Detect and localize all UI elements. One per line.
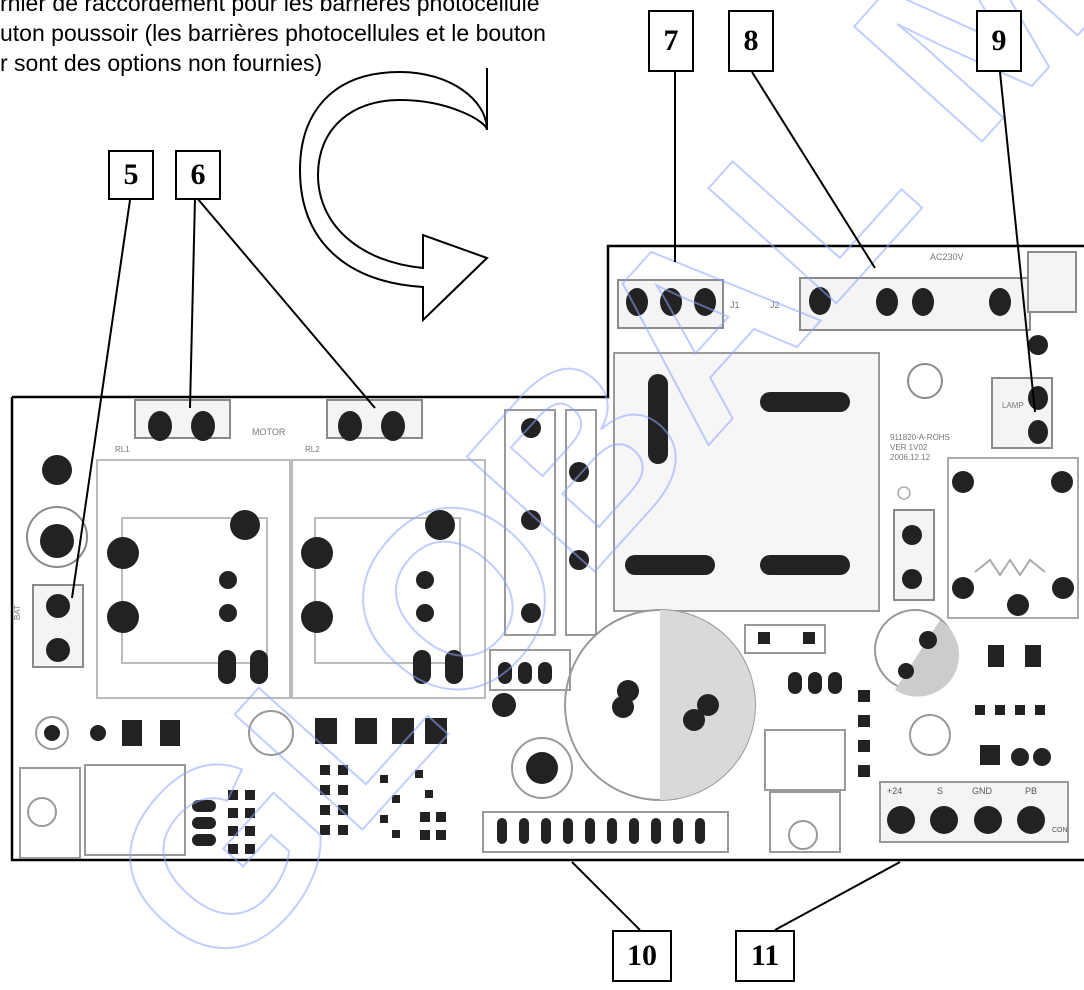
leader-lines [71, 71, 1036, 931]
connector-j1 [617, 279, 724, 329]
relay-rl1 [96, 459, 293, 699]
callout-8: 8 [728, 10, 774, 72]
smd-cluster-mid [320, 765, 446, 840]
intro-line-3: r sont des options non fournies) [0, 50, 323, 76]
label-plus24: +24 [887, 786, 902, 796]
label-gnd: GND [972, 786, 993, 796]
label-j1: J1 [730, 300, 740, 310]
pcb-outline [10, 244, 1084, 862]
smd-cluster-left [228, 790, 255, 854]
callout-9: 9 [976, 10, 1022, 72]
label-date: 2006.12.12 [890, 453, 931, 462]
relay-rl2 [289, 459, 486, 699]
transformer [613, 352, 880, 612]
connector-lamp [991, 377, 1053, 449]
label-rl2: RL2 [305, 445, 320, 454]
curved-arrow-icon [298, 68, 489, 323]
intro-text: rnier de raccordement pour les barrières… [0, 0, 640, 78]
terminal-block-con [879, 781, 1069, 843]
callout-5: 5 [108, 150, 154, 200]
connector-motor-1 [134, 399, 231, 441]
label-pb: PB [1025, 786, 1037, 796]
label-bat: BAT [13, 605, 22, 620]
callout-7: 7 [648, 10, 694, 72]
callout-10: 10 [612, 930, 672, 982]
connector-battery [32, 584, 84, 668]
label-j2: J2 [770, 300, 780, 310]
label-s: S [937, 786, 943, 796]
label-model: 911820-A-ROHS [890, 433, 950, 442]
intro-line-1: rnier de raccordement pour les barrières… [0, 0, 540, 16]
label-ac: AC230V [930, 252, 964, 262]
header-j3 [482, 811, 729, 853]
label-ver: VER 1V02 [890, 443, 928, 452]
capacitor-c1 [564, 609, 756, 801]
callout-6: 6 [175, 150, 221, 200]
label-rl1: RL1 [115, 445, 130, 454]
label-con: CON [1052, 827, 1068, 834]
label-motor: MOTOR [252, 427, 286, 437]
callout-11: 11 [735, 930, 795, 982]
intro-line-2: uton poussoir (les barrières photocellul… [0, 20, 546, 46]
label-lamp: LAMP [1002, 401, 1024, 410]
